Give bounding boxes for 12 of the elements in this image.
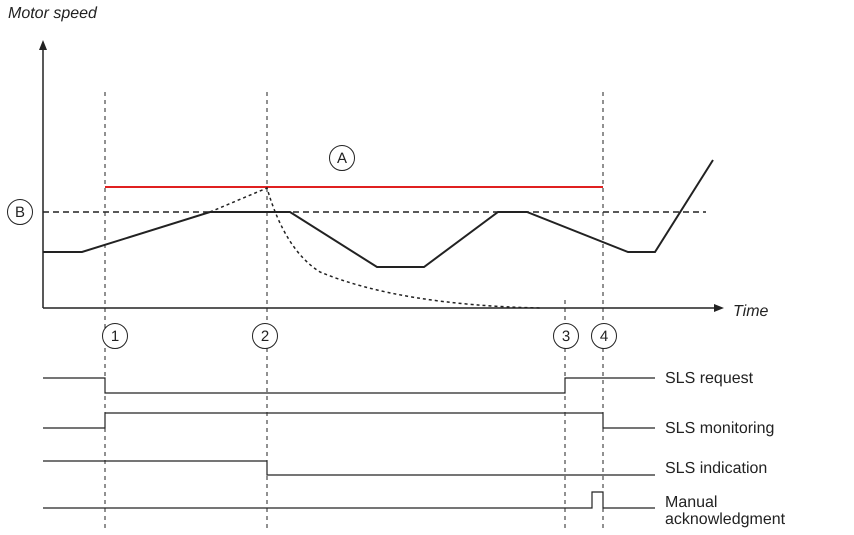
axis-label: Motor speed — [8, 4, 97, 23]
axis-label: Time — [733, 302, 768, 321]
callout-number: 3 — [553, 323, 579, 349]
callout-letter: B — [7, 199, 33, 225]
callout-number: 2 — [252, 323, 278, 349]
signal-label: SLS monitoring — [665, 419, 774, 438]
callout-letter: A — [329, 145, 355, 171]
signal-label: SLS indication — [665, 459, 768, 478]
signal-label: Manual acknowledgment — [665, 494, 786, 528]
signal-label: SLS request — [665, 369, 754, 388]
callout-number: 1 — [102, 323, 128, 349]
callout-number: 4 — [591, 323, 617, 349]
